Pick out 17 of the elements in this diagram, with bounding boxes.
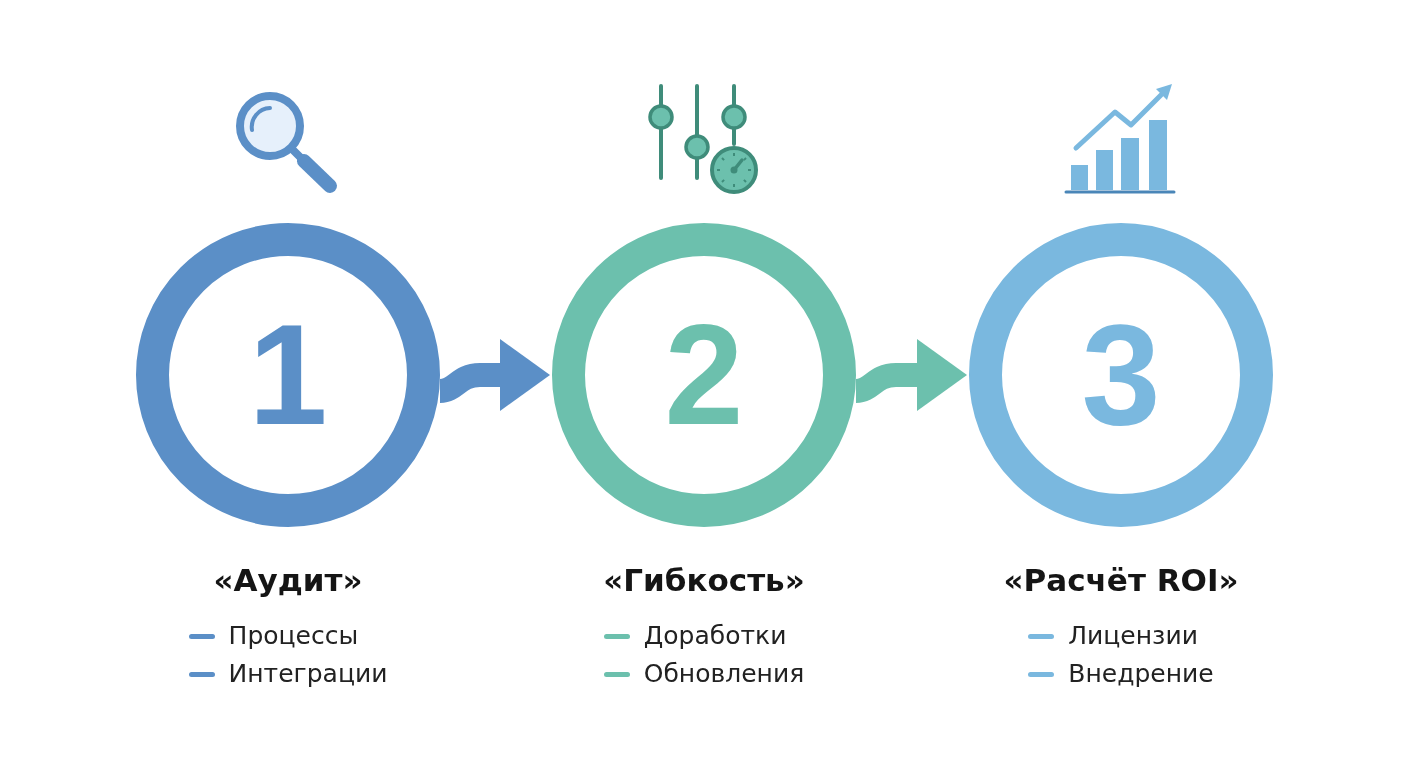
step-circle (969, 223, 1273, 527)
list-item: Доработки (643, 620, 787, 652)
list-item: Интеграции (228, 658, 388, 690)
step-title: «Расчёт ROI» (1003, 561, 1239, 600)
arrow (438, 339, 550, 411)
step-number: 3 (1081, 304, 1161, 446)
list-item: Лицензии (1068, 620, 1198, 652)
list-item: Процессы (228, 620, 359, 652)
step-circle (552, 223, 856, 527)
list-item: Обновления (643, 658, 805, 690)
arrow (855, 339, 967, 411)
step-title: «Аудит» (213, 561, 363, 600)
step-number: 2 (664, 304, 744, 446)
step-circle (136, 223, 440, 527)
step-title: «Гибкость» (603, 561, 805, 600)
list-item: Внедрение (1068, 658, 1214, 690)
step-number: 1 (248, 304, 328, 446)
